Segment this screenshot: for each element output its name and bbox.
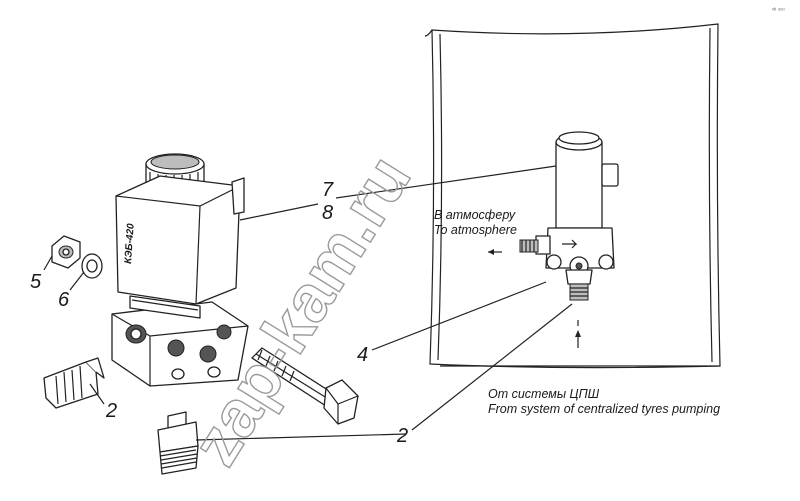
washer-part	[81, 253, 103, 279]
bolt-part	[251, 347, 359, 425]
source-label-en: From system of centralized tyres pumping	[488, 402, 720, 416]
solenoid-valve	[111, 153, 249, 387]
callout-7: 7	[322, 179, 334, 201]
mounted-valve	[519, 131, 619, 301]
corner-mark: ᵛᵇ ᵒᵒᵒ	[771, 7, 785, 14]
fitting-left	[43, 357, 105, 409]
callout-6: 6	[58, 289, 70, 311]
atmosphere-label-ru: В атмосферу	[434, 208, 516, 222]
valve-marking: КЭБ-420	[123, 223, 137, 265]
callout-4: 4	[357, 344, 368, 366]
nut-part	[51, 235, 81, 269]
atmosphere-label-en: To atmosphere	[434, 223, 517, 237]
callout-2-left: 2	[105, 400, 117, 422]
fitting-bottom	[157, 411, 199, 475]
flow-arrows	[488, 249, 581, 348]
tire-panel	[424, 23, 721, 369]
callout-8: 8	[322, 202, 333, 224]
callout-5: 5	[30, 271, 42, 293]
leader-lines	[43, 165, 573, 441]
callout-2-bottom: 2	[396, 425, 408, 447]
source-label-ru: От системы ЦПШ	[488, 387, 600, 401]
